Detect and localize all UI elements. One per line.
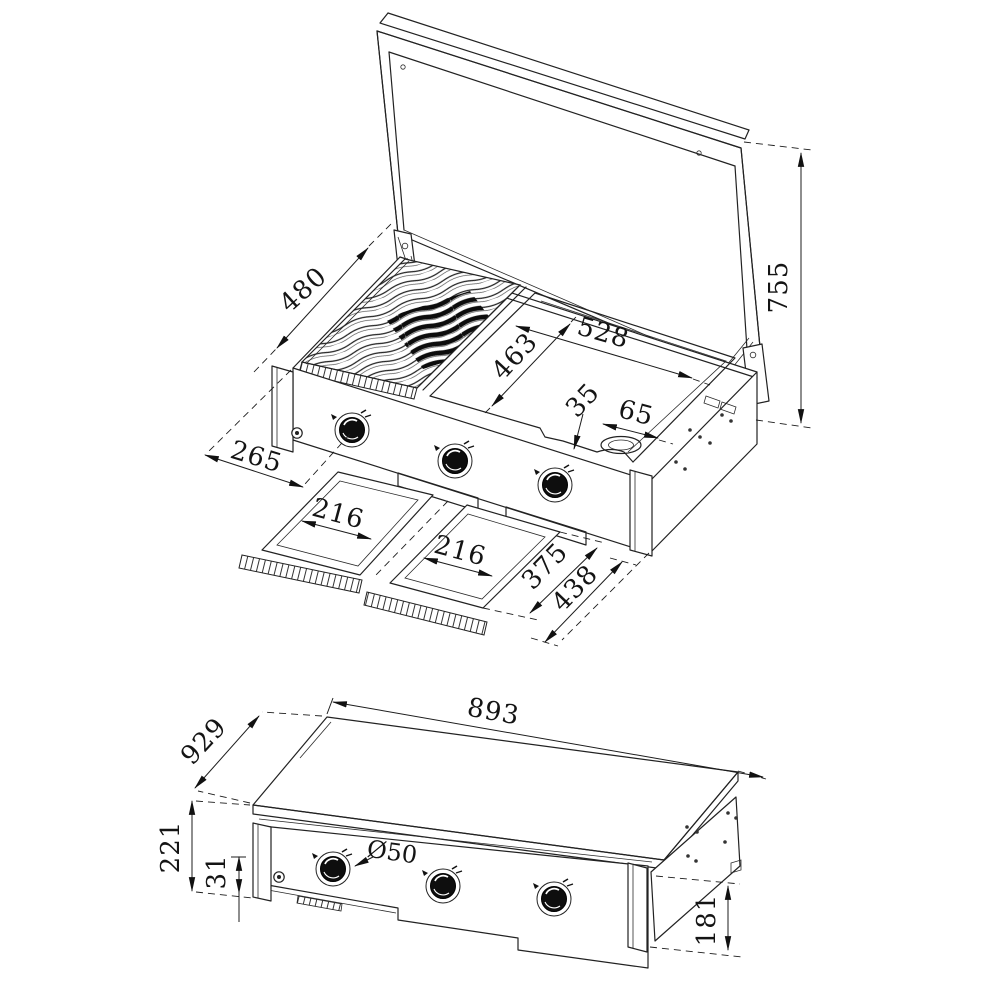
post-left-closed — [252, 822, 272, 902]
dim-893: 893 — [326, 693, 767, 780]
dim-diameter-50: Ø50 — [354, 835, 419, 870]
grease-tray-2 — [363, 504, 561, 636]
view-open-lid: 480 755 528 463 35 — [203, 12, 813, 647]
dim-480-label: 480 — [274, 261, 333, 319]
dim-929-label: 929 — [175, 712, 233, 771]
dim-221-label: 221 — [156, 821, 186, 874]
griddle-plate — [429, 292, 736, 463]
dim-893-label: 893 — [465, 693, 522, 732]
dim-181: 181 — [649, 875, 743, 958]
side-panel-holes-closed — [685, 811, 738, 863]
igniter-button[interactable] — [273, 871, 285, 883]
lid-screw-icon — [400, 64, 406, 70]
dimensions-closed: 893 929 221 31 Ø50 — [156, 693, 767, 958]
tray-handle[interactable] — [238, 554, 363, 594]
view-closed: 893 929 221 31 Ø50 — [156, 693, 767, 969]
post-right-closed — [627, 862, 648, 953]
dim-181-label: 181 — [692, 894, 722, 947]
dim-31-label: 31 — [202, 854, 232, 889]
dim-755-label: 755 — [764, 261, 794, 314]
side-panel-right-closed — [650, 796, 741, 942]
igniter-button[interactable] — [291, 427, 303, 439]
side-panel-holes — [674, 413, 733, 471]
post-right — [629, 469, 653, 557]
dim-221: 221 — [156, 799, 253, 899]
grate-plate-divider — [416, 284, 527, 391]
lid-screw-icon — [696, 150, 702, 156]
dim-050-label: Ø50 — [365, 835, 419, 870]
dim-755: 755 — [743, 141, 813, 429]
grate-front-edge — [298, 361, 418, 400]
dim-31: 31 — [202, 854, 246, 922]
tray-handle[interactable] — [363, 591, 488, 636]
vent-strip — [296, 895, 343, 912]
